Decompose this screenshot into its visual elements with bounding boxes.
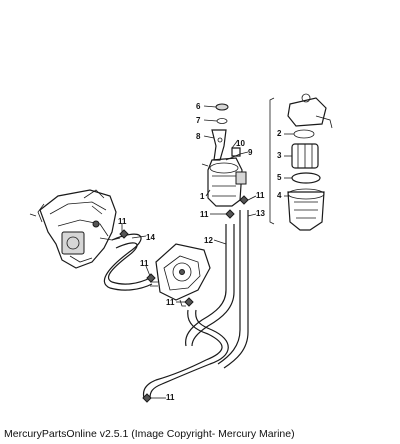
callout-11-pump-lower: 11 <box>166 298 175 307</box>
callout-9: 9 <box>248 148 253 157</box>
hose-clamps <box>119 195 249 403</box>
callout-11-filter: 11 <box>256 191 265 200</box>
hose-13 <box>217 210 249 369</box>
callout-13: 13 <box>256 209 265 218</box>
hose-12 <box>185 224 235 347</box>
exploded-filter <box>269 93 333 231</box>
outlet-hose <box>142 309 229 399</box>
hose-14 <box>103 233 153 291</box>
callout-4: 4 <box>277 191 282 200</box>
callout-8: 8 <box>196 132 201 141</box>
callout-11-carb: 11 <box>118 217 127 226</box>
callout-10: 10 <box>236 139 245 148</box>
callouts: 6 7 8 10 9 1 11 11 13 12 14 11 11 11 11 … <box>118 102 282 402</box>
callout-12: 12 <box>204 236 213 245</box>
callout-7: 7 <box>196 116 201 125</box>
callout-11-filter-lower: 11 <box>200 210 209 219</box>
callout-3: 3 <box>277 151 282 160</box>
fuel-filter-assembly <box>201 103 247 207</box>
callout-1-filter: 1 <box>200 192 205 201</box>
callout-14: 14 <box>146 233 155 242</box>
fuel-pump <box>150 243 211 307</box>
callout-5: 5 <box>277 173 282 182</box>
callout-2: 2 <box>277 129 282 138</box>
callout-11-bottom: 11 <box>166 393 175 402</box>
callout-6: 6 <box>196 102 201 111</box>
carburetor <box>29 189 121 269</box>
image-copyright: MercuryPartsOnline v2.5.1 (Image Copyrig… <box>4 428 295 440</box>
leader-lines <box>121 105 294 399</box>
callout-11-pump: 11 <box>140 259 149 268</box>
